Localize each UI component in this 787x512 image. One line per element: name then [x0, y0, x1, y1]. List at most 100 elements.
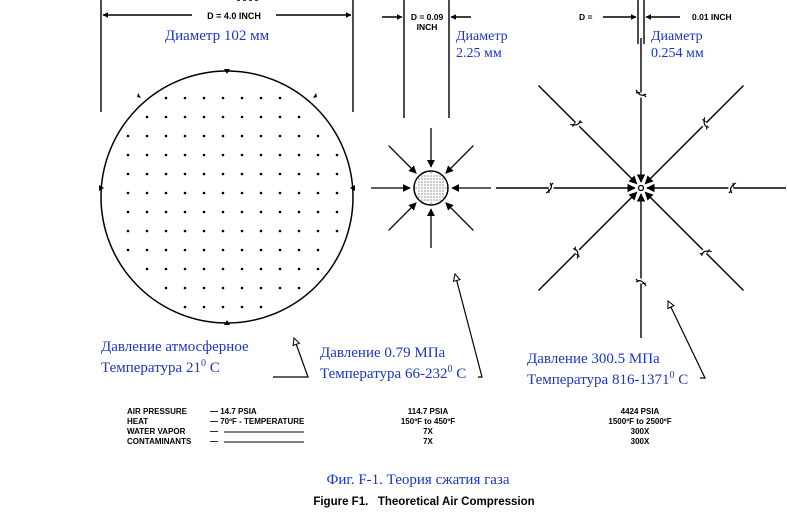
compressed-molecule-dot [439, 184, 441, 186]
air-molecule-dot [221, 286, 225, 290]
state-2-temperature: Температура 66-2320 C [320, 364, 466, 382]
col3-air-pressure: 4424 PSIA [621, 407, 660, 416]
state-1-pressure: Давление атмосферное [101, 339, 249, 355]
air-molecule-dot [316, 210, 320, 214]
air-molecule-dot [240, 267, 244, 271]
air-molecule-dot [259, 248, 263, 252]
air-molecule-dot [221, 305, 225, 309]
compressed-molecule-dot [418, 181, 420, 183]
inward-arrow [445, 202, 474, 231]
air-molecule-dot [278, 286, 282, 290]
large-air-volume-circle [100, 70, 354, 324]
air-molecule-dot [183, 210, 187, 214]
air-molecule-dot [126, 172, 130, 176]
compressed-molecule-dot [421, 190, 423, 192]
compressed-molecule-dot [433, 196, 435, 198]
air-molecule-dot [145, 210, 149, 214]
air-molecule-dot [259, 153, 263, 157]
air-molecule-dot [297, 115, 301, 119]
air-molecule-dot [240, 153, 244, 157]
air-molecule-dot [259, 210, 263, 214]
large-dimension [100, 0, 354, 112]
compressed-molecule-dot [424, 193, 426, 195]
air-molecule-dot [126, 229, 130, 233]
air-molecule-dot [259, 191, 263, 195]
compressed-molecule-dot [433, 178, 435, 180]
air-molecule-dot [221, 229, 225, 233]
air-molecule-dot [316, 172, 320, 176]
diameter-3-value: 0.254 мм [651, 46, 704, 61]
air-molecule-dot [335, 210, 339, 214]
compressed-molecule-dot [424, 187, 426, 189]
compressed-molecule-dot [418, 193, 420, 195]
col1-heat: — 70ºF - TEMPERATURE [210, 417, 305, 426]
air-molecule-dot [278, 191, 282, 195]
compressed-molecule-dot [427, 196, 429, 198]
compressed-molecule-dot [427, 175, 429, 177]
air-molecule-dot [164, 267, 168, 271]
air-molecule-dot [164, 115, 168, 119]
compressed-molecule-dot [421, 196, 423, 198]
compressed-molecule-dot [424, 175, 426, 177]
row-label-water-vapor: WATER VAPOR [127, 427, 186, 436]
air-molecule-dot [316, 267, 320, 271]
arrow-top-icon [224, 69, 230, 74]
compressed-molecule-dot [430, 193, 432, 195]
air-molecule-dot [202, 153, 206, 157]
air-molecule-dot [240, 286, 244, 290]
long-inward-arrow [644, 191, 745, 292]
col2-water-vapor: 7X [423, 427, 433, 436]
state-3-degree: 0 [669, 370, 674, 381]
air-molecule-dot [297, 134, 301, 138]
air-molecule-dot [126, 191, 130, 195]
air-molecule-dot [259, 305, 263, 309]
air-molecule-dot [259, 286, 263, 290]
long-inward-arrow [537, 84, 638, 185]
air-molecule-dot [278, 248, 282, 252]
state-1-degree: 0 [201, 358, 206, 369]
compressed-molecule-dot [430, 187, 432, 189]
air-molecule-dot [221, 267, 225, 271]
compressed-molecule-dot [430, 172, 432, 174]
air-molecule-dot [126, 134, 130, 138]
col2-air-pressure: 114.7 PSIA [408, 407, 449, 416]
air-molecule-dot [297, 153, 301, 157]
air-molecule-dot [335, 191, 339, 195]
air-molecule-dot [278, 229, 282, 233]
compressed-molecule-dot [439, 193, 441, 195]
compressed-molecule-dot [424, 184, 426, 186]
small-compressed-dot [637, 184, 645, 192]
air-molecule-dot [240, 305, 244, 309]
compressed-molecule-dot [430, 175, 432, 177]
air-molecule-dot [278, 172, 282, 176]
compressed-molecule-dot [439, 187, 441, 189]
compressed-molecule-dot [436, 196, 438, 198]
air-molecule-dot [316, 229, 320, 233]
diameter-2-label: Диаметр [456, 29, 508, 44]
state-3-temp-value: Температура 816-1371 [527, 372, 669, 388]
col1-contaminants: — [210, 437, 218, 446]
diameter-2-value: 2.25 мм [456, 46, 502, 61]
compressed-molecule-dot [442, 178, 444, 180]
conditions-table: AIR PRESSURE HEAT WATER VAPOR CONTAMINAN… [127, 407, 672, 446]
air-molecule-dot [240, 115, 244, 119]
state-3-pressure: Давление 300.5 МПа [527, 351, 660, 367]
small-dimension [603, 0, 680, 44]
col1-air-pressure: — 14.7 PSIA [210, 407, 257, 416]
compressed-molecule-dot [439, 175, 441, 177]
air-molecule-dot [183, 305, 187, 309]
compressed-molecule-dot [421, 184, 423, 186]
air-molecule-dot [259, 172, 263, 176]
medium-dimension-label: D = 0.09 [411, 12, 444, 22]
small-dot-arrows [496, 38, 786, 338]
air-molecule-dot [259, 96, 263, 100]
compressed-molecule-dot [430, 181, 432, 183]
small-dimension-prefix: D = [579, 12, 593, 22]
row-label-air-pressure: AIR PRESSURE [127, 407, 188, 416]
compressed-molecule-dot [424, 199, 426, 201]
air-molecule-dot [145, 267, 149, 271]
compressed-molecule-dot [442, 181, 444, 183]
medium-circle-arrows [371, 128, 491, 248]
compressed-molecule-dot [427, 184, 429, 186]
compressed-molecule-dot [433, 181, 435, 183]
